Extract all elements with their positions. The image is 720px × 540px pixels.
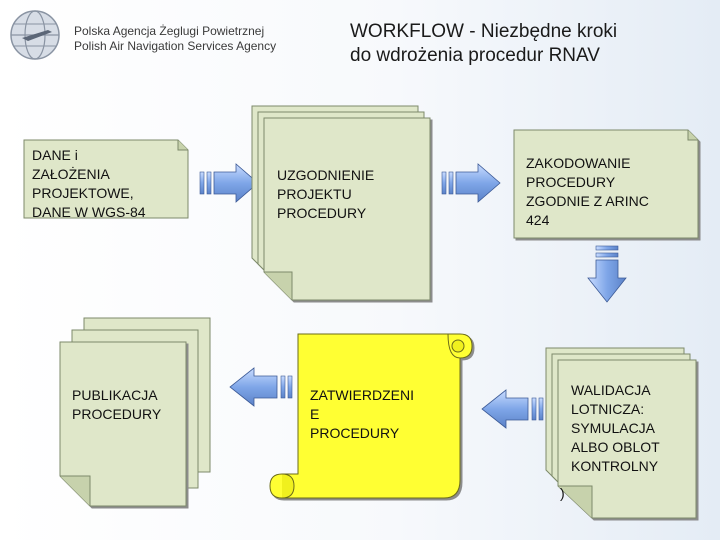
step-publikacja-text: PUBLIKACJA PROCEDURY [72, 386, 161, 424]
step-publikacja-line: PROCEDURY [72, 406, 162, 422]
step-walidacja-line: ALBO OBLOT [571, 439, 660, 455]
arrow-zakodowanie-to-walidacja [587, 245, 627, 303]
title-line-1: WORKFLOW - Niezbędne kroki [350, 21, 618, 42]
agency-name-pl: Polska Agencja Żeglugi Powietrznej [74, 24, 265, 38]
step-uzgodnienie-line: PROJEKTU [277, 186, 352, 202]
step-uzgodnienie-stack [251, 105, 431, 301]
step-zakodowanie-line: PROCEDURY [526, 174, 616, 190]
step-dane-line: DANE W WGS-84 [32, 204, 146, 217]
step-zatwierdzenie-scroll [269, 333, 473, 499]
agency-name: Polska Agencja Żeglugi Powietrznej Polis… [74, 24, 276, 54]
arrow-zatwierdzenie-to-publikacja [229, 367, 293, 407]
step-dane-card [23, 139, 189, 219]
title-line-2: do wdrożenia procedur RNAV [350, 45, 600, 66]
agency-name-en: Polish Air Navigation Services Agency [74, 39, 277, 53]
step-zakodowanie-line: 424 [526, 212, 550, 228]
step-walidacja-stack [545, 347, 697, 519]
arrow-walidacja-to-zatwierdzenie [481, 389, 544, 429]
step-zakodowanie-text: ZAKODOWANIE PROCEDURY ZGODNIE Z ARINC 42… [526, 154, 649, 230]
logo-globe-icon [10, 10, 60, 60]
step-walidacja-extra: ) [560, 485, 565, 501]
step-uzgodnienie-line: UZGODNIENIE [277, 167, 375, 183]
step-zatwierdzenie-line: PROCEDURY [310, 425, 400, 441]
step-walidacja-text: WALIDACJA LOTNICZA: SYMULACJA ALBO OBLOT… [571, 381, 660, 476]
step-uzgodnienie-text: UZGODNIENIE PROJEKTU PROCEDURY [277, 166, 374, 223]
step-uzgodnienie-line: PROCEDURY [277, 205, 367, 221]
step-walidacja-line: WALIDACJA [571, 382, 651, 398]
page-title: WORKFLOW - Niezbędne kroki do wdrożenia … [350, 20, 617, 68]
arrow-dane-to-uzgodnienie [199, 163, 259, 203]
step-zakodowanie-line: ZAKODOWANIE [526, 155, 631, 171]
step-zakodowanie-line: ZGODNIE Z ARINC [526, 193, 649, 209]
step-walidacja-line: SYMULACJA [571, 420, 656, 436]
step-zakodowanie-card [513, 129, 699, 239]
step-zatwierdzenie-line: ZATWIERDZENI [310, 387, 414, 403]
step-walidacja-line: LOTNICZA: [571, 401, 645, 417]
step-publikacja-stack [59, 317, 211, 507]
step-zatwierdzenie-line: E [310, 406, 320, 422]
step-zatwierdzenie-text: ZATWIERDZENI E PROCEDURY [310, 386, 414, 443]
step-dane-text: DANE i ZAŁOŻENIA PROJEKTOWE, DANE W WGS-… [32, 146, 146, 217]
step-dane-line: DANE i [32, 147, 78, 163]
step-dane-line: ZAŁOŻENIA [32, 166, 110, 182]
arrow-uzgodnienie-to-zakodowanie [441, 163, 501, 203]
step-publikacja-line: PUBLIKACJA [72, 387, 158, 403]
step-walidacja-line: KONTROLNY [571, 458, 659, 474]
step-dane-line: PROJEKTOWE, [32, 185, 134, 201]
